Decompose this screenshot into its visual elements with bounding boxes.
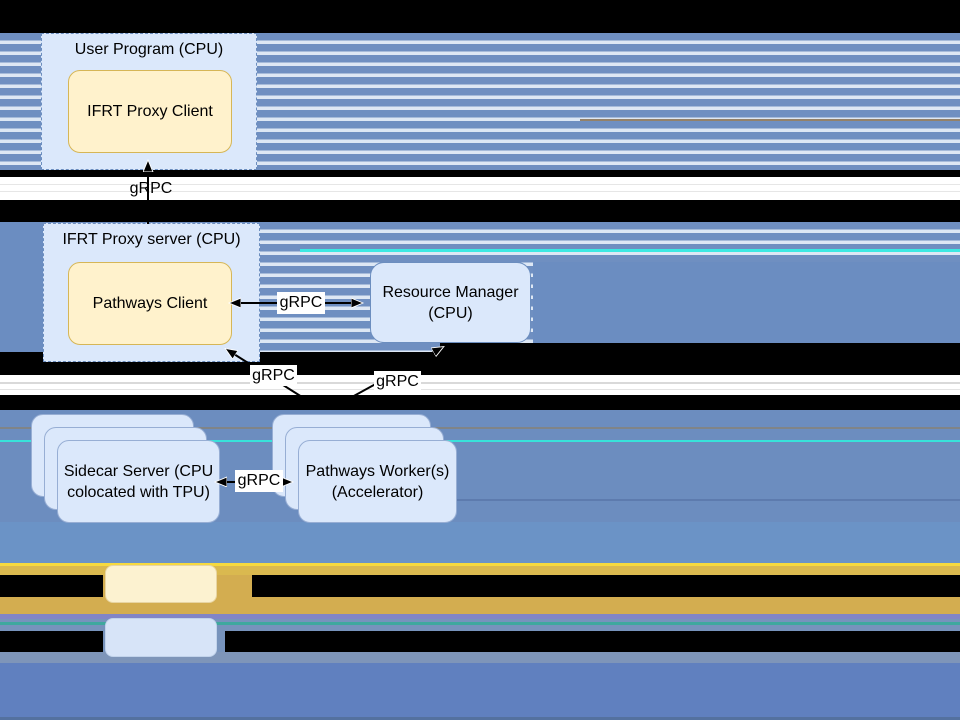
grpc-text: gRPC <box>279 294 323 311</box>
band-black-1 <box>0 170 960 177</box>
ifrt-proxy-server-title: IFRT Proxy server (CPU) <box>62 231 241 248</box>
node-sidecar-server: Sidecar Server (CPU colocated with TPU) <box>57 440 220 523</box>
band-blue-right <box>533 262 960 352</box>
glitch-gray-line <box>0 184 960 185</box>
node-resource-manager: Resource Manager (CPU) <box>370 262 531 343</box>
grpc-label-client-rm: gRPC <box>277 292 325 314</box>
glitch-gray-line <box>0 389 960 390</box>
glitch-olive-line <box>0 427 960 429</box>
redaction-bar <box>225 631 960 652</box>
redaction-bar <box>0 575 103 597</box>
band-gold-light <box>0 566 960 575</box>
pathways-workers-label-line2: (Accelerator) <box>331 483 424 501</box>
glitch-cyan-line <box>0 440 960 442</box>
glitch-purple-line <box>0 614 960 619</box>
band-white-2 <box>0 375 960 395</box>
glitch-cyan-line <box>300 249 960 252</box>
redaction-bar <box>0 631 103 652</box>
legend-swatch-yellow <box>105 565 217 603</box>
sidecar-server-label-line1: Sidecar Server (CPU <box>63 462 214 480</box>
band-white-1 <box>0 177 960 200</box>
glitch-gray-line <box>0 382 960 384</box>
grpc-text: gRPC <box>237 472 281 489</box>
resource-manager-label-line2: (CPU) <box>428 304 473 322</box>
glitch-teal-line <box>0 622 960 625</box>
grpc-text: gRPC <box>129 179 173 197</box>
node-pathways-client: Pathways Client <box>68 262 232 345</box>
redaction-bar <box>252 575 960 597</box>
glitch-brown-line <box>580 119 960 121</box>
band-blue-bottom <box>0 663 960 720</box>
grpc-label-client-server: gRPC <box>126 178 176 199</box>
band-blue-left <box>0 222 43 352</box>
node-ifrt-proxy-client: IFRT Proxy Client <box>68 70 232 153</box>
ifrt-proxy-client-label: IFRT Proxy Client <box>87 102 213 120</box>
resource-manager-label-line1: Resource Manager <box>382 283 519 301</box>
band-grayblue <box>0 652 960 663</box>
band-black-2 <box>0 200 960 222</box>
glitch-bottom-line <box>0 717 960 720</box>
user-program-title: User Program (CPU) <box>74 41 224 58</box>
glitch-gray-line <box>0 191 960 192</box>
grpc-text: gRPC <box>252 366 295 384</box>
legend-swatch-blue <box>105 618 217 657</box>
band-black-top <box>0 0 960 33</box>
band-black-4 <box>0 395 960 410</box>
grpc-label-workers-client: gRPC <box>250 365 297 386</box>
grpc-label-workers-rm: gRPC <box>374 371 421 392</box>
node-pathways-workers: Pathways Worker(s) (Accelerator) <box>298 440 457 523</box>
glitch-yellow-line <box>0 563 960 566</box>
band-blue-light <box>0 522 960 563</box>
grpc-text: gRPC <box>376 372 419 390</box>
sidecar-server-label-line2: colocated with TPU) <box>67 483 210 501</box>
pathways-workers-label-line1: Pathways Worker(s) <box>305 462 450 480</box>
glitch-dark-line <box>455 499 960 501</box>
grpc-label-sidecar-workers: gRPC <box>235 470 283 492</box>
pathways-client-label: Pathways Client <box>92 294 208 312</box>
